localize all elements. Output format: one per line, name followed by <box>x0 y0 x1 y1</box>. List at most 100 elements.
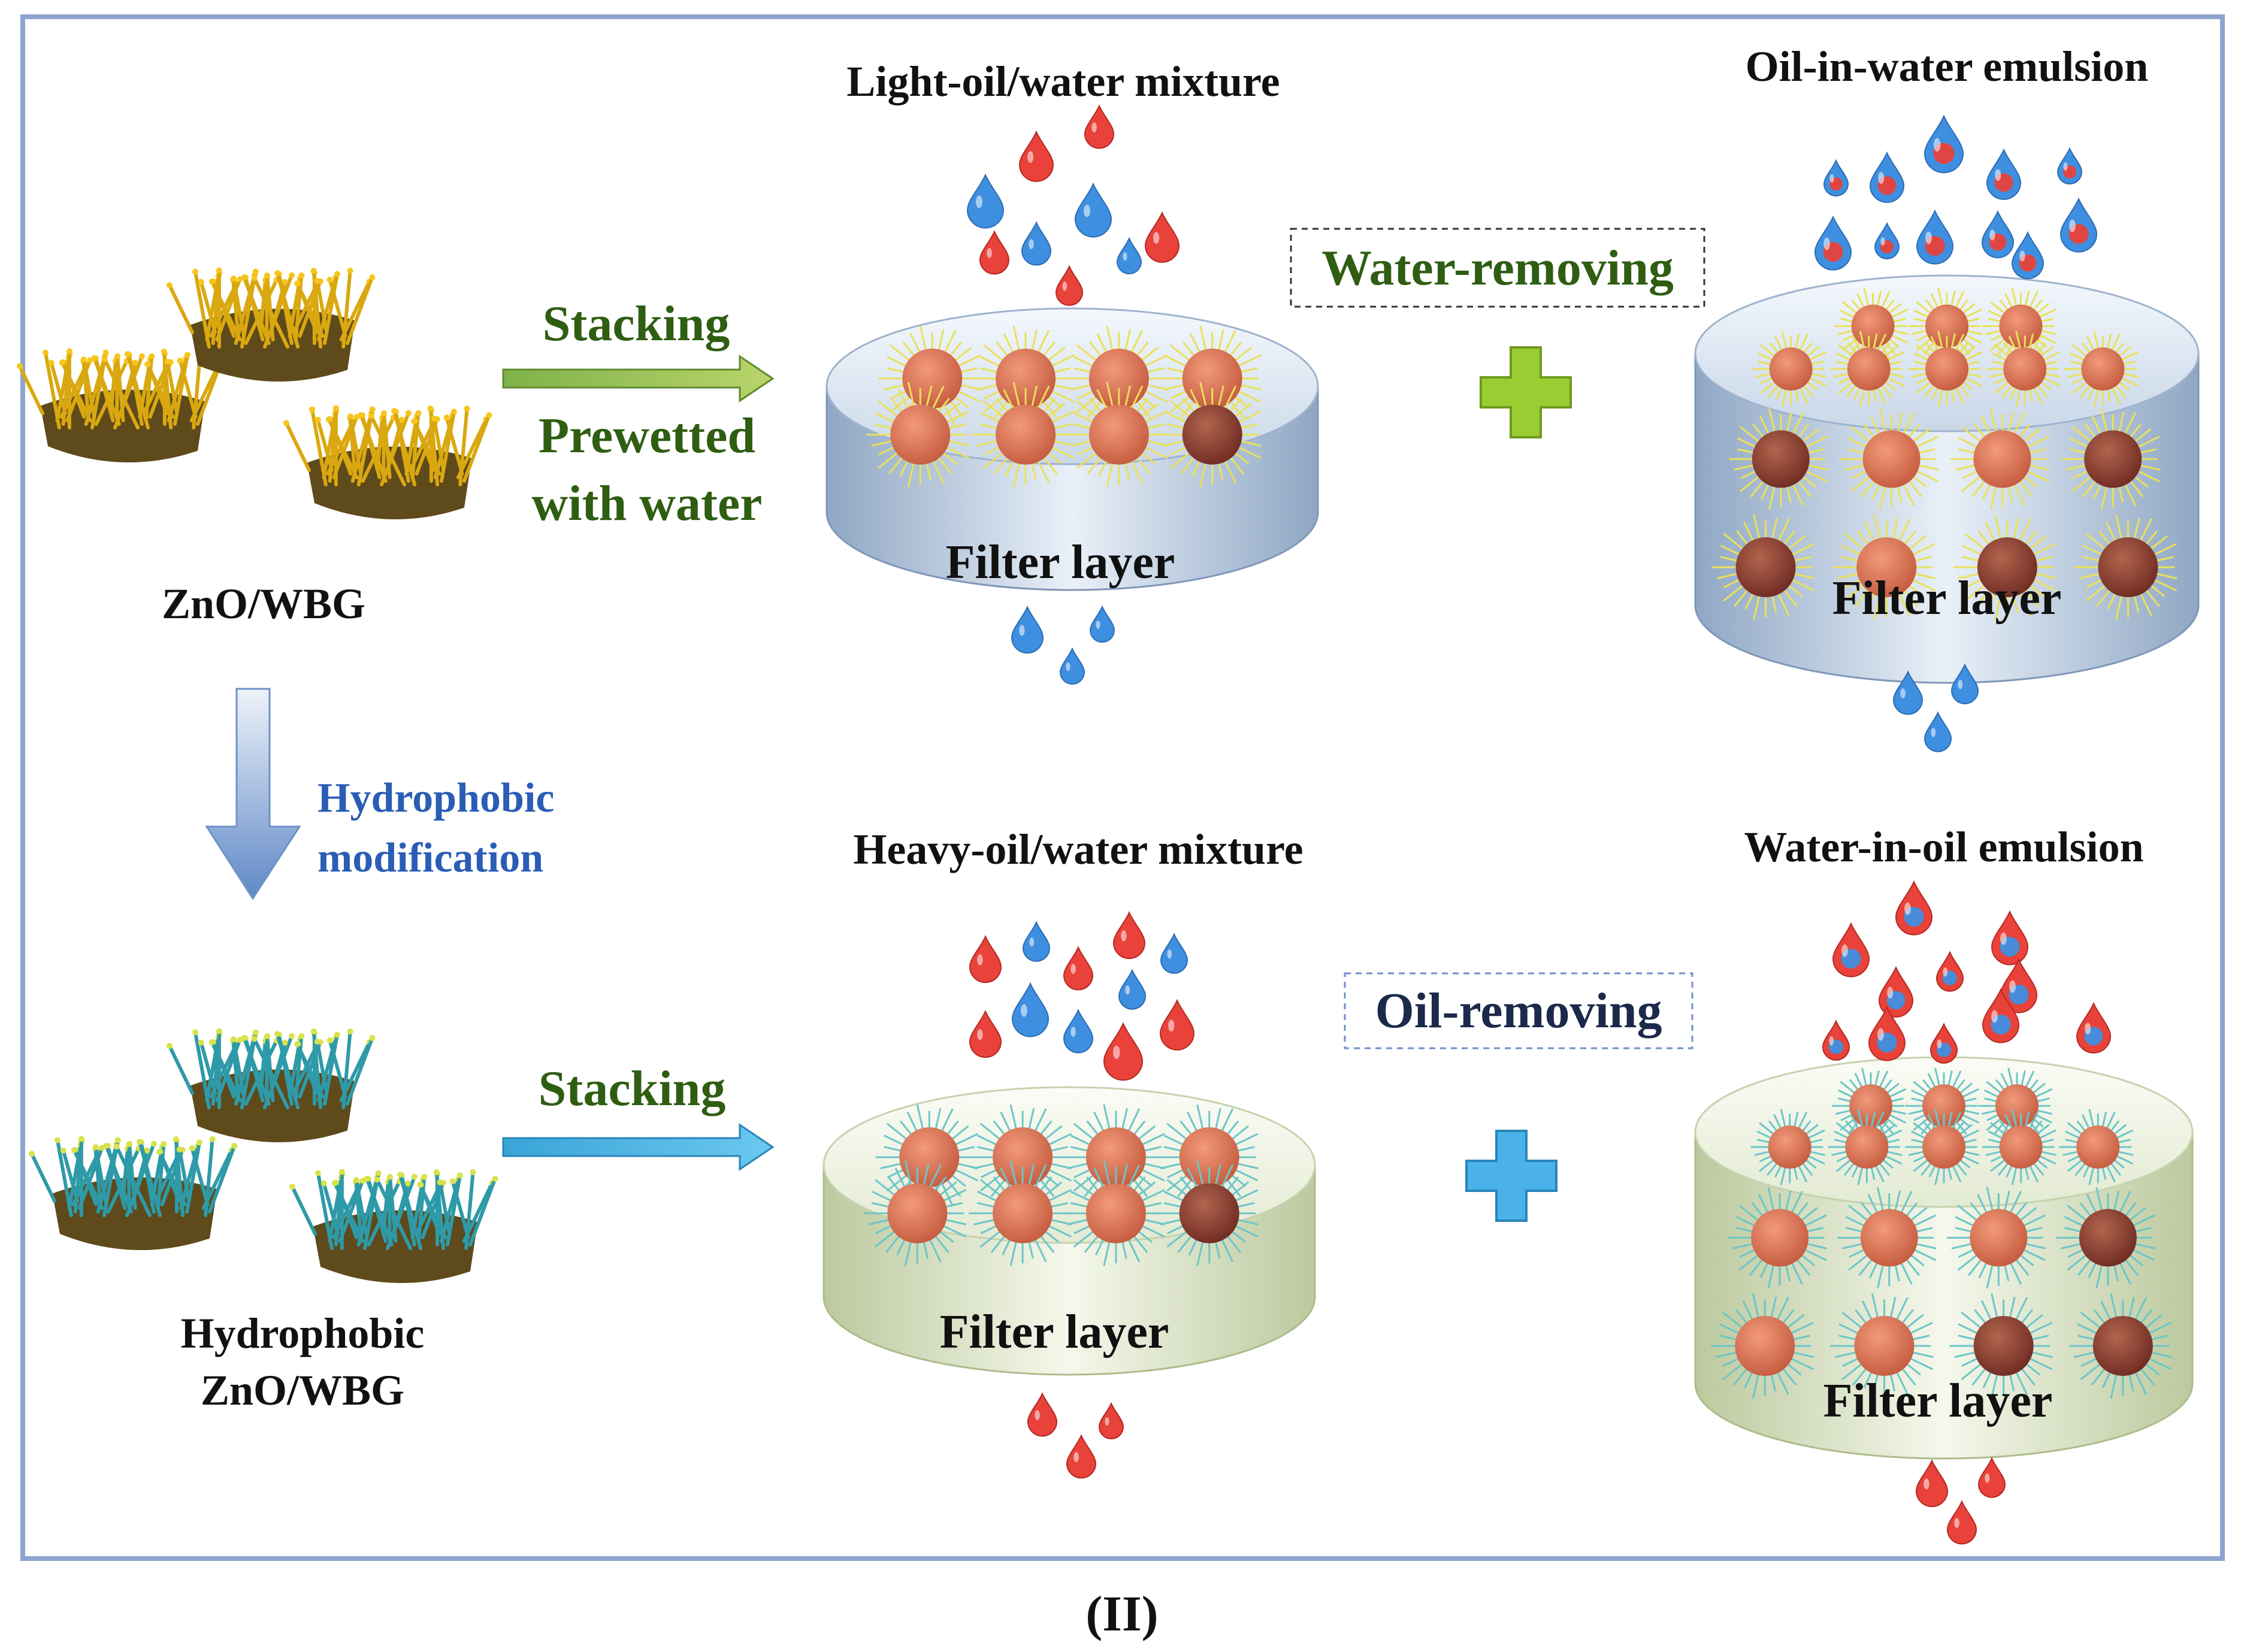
coated-particle <box>866 382 970 488</box>
oil-drop <box>1063 946 1094 991</box>
coated-particle <box>1828 1109 1903 1185</box>
water-drop <box>2059 197 2098 253</box>
water-drop <box>1916 209 1954 265</box>
water-drop <box>1892 670 1924 715</box>
coated-particle <box>1832 514 1936 621</box>
oil-drop <box>2076 1002 2112 1054</box>
oil-drop <box>969 1009 1002 1058</box>
coated-particle <box>2056 1187 2155 1288</box>
plus-green-icon <box>1480 346 1572 438</box>
down-arrow-icon <box>205 688 301 900</box>
water-drop <box>1814 215 1852 271</box>
water-drop <box>2011 231 2045 280</box>
coated-particle <box>1064 382 1168 488</box>
oil-drop <box>1159 999 1195 1051</box>
coated-particle <box>1837 1187 1937 1288</box>
oil-drop <box>1878 966 1914 1018</box>
stacking-label-top: Stacking <box>543 296 730 352</box>
modified-label-line1: Hydrophobic <box>181 1309 425 1357</box>
coated-particle <box>1155 1160 1259 1266</box>
coated-particle <box>1728 1187 1827 1288</box>
coated-particle <box>1908 331 1983 407</box>
oil-drop <box>1868 1006 1906 1061</box>
coated-particle <box>1946 1187 2046 1288</box>
filter-disc-heavy-oil <box>822 1086 1316 1376</box>
oil-drop <box>2000 958 2038 1013</box>
coated-particle <box>863 1160 967 1266</box>
coated-particle <box>2064 331 2139 407</box>
oil-drop <box>1055 265 1084 306</box>
coated-particle <box>1750 1109 1825 1185</box>
water-drop <box>1089 605 1115 643</box>
stacking-arrow-top-icon <box>502 355 775 403</box>
oil-drop <box>1112 910 1146 960</box>
coated-particle <box>2074 514 2178 621</box>
modified-label-line2: ZnO/WBG <box>201 1366 404 1414</box>
coated-particle <box>1061 1160 1165 1266</box>
coated-particle <box>1953 514 2057 621</box>
brush-particle <box>289 1169 498 1284</box>
water-drop <box>1874 222 1900 259</box>
coated-particle <box>1949 1293 2053 1399</box>
oil-drop <box>979 230 1010 275</box>
cylinder-side <box>1694 1131 2194 1460</box>
oil-drop <box>1977 1457 2006 1498</box>
water-drop <box>1011 605 1044 654</box>
water-drop <box>1950 663 1979 704</box>
coated-particle <box>1830 331 1904 407</box>
oil-drop <box>1946 1500 1977 1545</box>
water-drop <box>1986 148 2022 200</box>
oil-drop <box>1822 1019 1850 1061</box>
oil-drop <box>1084 104 1115 149</box>
brush-particle <box>283 405 492 520</box>
water-in-oil-title: Water-in-oil emulsion <box>1744 823 2143 871</box>
brush-particle <box>16 348 226 463</box>
modification-label-line2: modification <box>317 835 543 881</box>
water-drop <box>1924 711 1952 752</box>
zno-wbg-particles-top <box>16 267 492 520</box>
water-drop <box>1116 237 1142 274</box>
coated-particle <box>1729 408 1828 510</box>
oil-drop <box>1991 910 2029 966</box>
brush-particle <box>166 267 376 382</box>
light-oil-mixture-title: Light-oil/water mixture <box>846 58 1280 105</box>
filter-label-2: Filter layer <box>1832 572 2062 625</box>
coated-particle <box>1986 331 2061 407</box>
oil-in-water-title: Oil-in-water emulsion <box>1746 43 2149 90</box>
coated-particle <box>1711 514 1815 621</box>
water-drop <box>1063 1009 1094 1054</box>
filter-disc-light-oil <box>825 307 1319 591</box>
oil-drop <box>1832 922 1870 978</box>
water-drop <box>1160 933 1188 974</box>
oil-drop <box>1103 1022 1144 1081</box>
prewetted-label-line1: Prewetted <box>539 408 755 464</box>
coated-particle <box>1982 1109 2057 1185</box>
coated-particle <box>2061 408 2160 510</box>
oil-removing-box <box>1344 972 1693 1049</box>
filter-cylinder-oil-in-water <box>1694 274 2200 684</box>
coated-particle <box>1752 331 1826 407</box>
droplets-layer <box>966 104 2112 1545</box>
water-drop <box>1823 159 1849 196</box>
oil-drop <box>1930 1022 1958 1064</box>
oil-drop <box>1915 1459 1949 1508</box>
brush-particle <box>28 1136 238 1251</box>
water-removing-box <box>1290 228 1705 308</box>
coated-particle <box>1950 408 2050 510</box>
water-drop <box>1118 969 1147 1010</box>
oil-drop <box>1982 988 2020 1043</box>
water-drop <box>2057 147 2083 184</box>
oil-drop <box>1144 211 1180 263</box>
water-drop <box>1011 982 1050 1037</box>
oil-drop <box>1098 1402 1124 1439</box>
coated-particle <box>1905 1109 1980 1185</box>
heavy-oil-mixture-title: Heavy-oil/water mixture <box>853 825 1303 873</box>
coated-particle <box>878 325 982 432</box>
stacking-label-bottom: Stacking <box>539 1061 726 1117</box>
coated-particle <box>2059 1109 2134 1185</box>
filter-label-3: Filter layer <box>940 1306 1169 1358</box>
water-drop <box>1059 647 1085 685</box>
oil-drop <box>1895 880 1933 936</box>
coated-particle <box>969 1104 1072 1211</box>
